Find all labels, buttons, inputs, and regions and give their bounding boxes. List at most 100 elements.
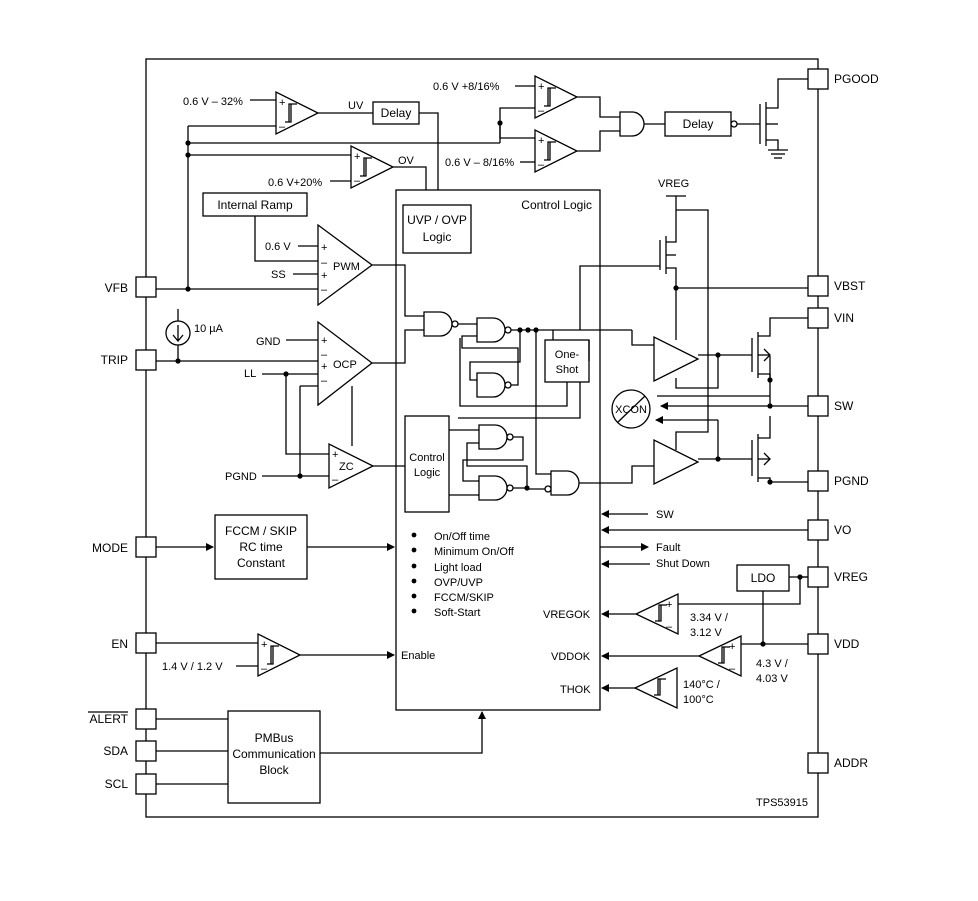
xcon-block: XCON (611, 389, 651, 429)
pin-en[interactable]: EN (111, 632, 157, 654)
latch-gate-4 (478, 475, 514, 501)
sw-in-label: SW (656, 509, 674, 521)
pin-pgnd-label: PGND (834, 474, 869, 488)
svg-text:–: – (279, 121, 286, 133)
fault-label: Fault (656, 542, 680, 554)
pwm-ref-label: 0.6 V (265, 241, 291, 253)
uv-label: UV (348, 100, 364, 112)
svg-text:–: – (538, 159, 545, 171)
zc-label: ZC (339, 461, 354, 473)
svg-text:–: – (729, 663, 736, 675)
shut-down-label: Shut Down (656, 558, 710, 570)
pmbus-block: PMBus Communication Block (227, 710, 321, 804)
pgood-low-comparator: + – (534, 128, 579, 174)
internal-ramp-block: Internal Ramp (202, 192, 308, 217)
svg-text:+: + (354, 151, 360, 163)
chip-outline (145, 58, 819, 818)
ocp-label: OCP (333, 359, 357, 371)
feature-item: Soft-Start (434, 607, 480, 619)
en-comparator: + – (257, 632, 302, 678)
uv-comparator: + – (275, 90, 320, 136)
pin-sda[interactable]: SDA (103, 740, 157, 762)
pin-trip-label: TRIP (101, 353, 128, 367)
pin-scl[interactable]: SCL (105, 773, 157, 795)
svg-text:LDO: LDO (751, 571, 776, 585)
pin-pgnd[interactable]: PGND (807, 470, 869, 492)
svg-text:+: + (321, 270, 327, 282)
gnd-label: GND (256, 336, 281, 348)
svg-text:–: – (321, 375, 328, 387)
pin-sw[interactable]: SW (807, 395, 854, 417)
feature-item: Light load (434, 562, 482, 574)
svg-text:UVP / OVP: UVP / OVP (407, 213, 467, 227)
svg-text:Delay: Delay (381, 106, 412, 120)
ov-label: OV (398, 155, 415, 167)
pwm-and-gate (423, 311, 459, 337)
ov-ref-label: 0.6 V+20% (268, 177, 322, 189)
pin-vbst[interactable]: VBST (807, 275, 866, 297)
pin-vreg[interactable]: VREG (807, 566, 868, 588)
feature-item: On/Off time (434, 531, 490, 543)
pin-vfb[interactable]: VFB (105, 276, 157, 298)
pin-vin[interactable]: VIN (807, 307, 854, 329)
pg-low-ref-label: 0.6 V – 8/16% (445, 157, 514, 169)
svg-text:FCCM / SKIP: FCCM / SKIP (225, 524, 297, 538)
part-number: TPS53915 (756, 797, 808, 809)
vddok-label: VDDOK (551, 651, 591, 663)
vregok-comparator: + – (634, 592, 679, 636)
svg-text:–: – (666, 621, 673, 633)
current-source-icon (165, 320, 191, 346)
pin-vin-label: VIN (834, 311, 854, 325)
temp-thresh-1: 140°C / (683, 679, 721, 691)
enable-label: Enable (401, 650, 435, 662)
pin-en-label: EN (111, 637, 128, 651)
pgood-and-gate (619, 111, 645, 137)
svg-text:Logic: Logic (414, 467, 441, 479)
pwm-label: PWM (333, 261, 360, 273)
pin-sw-label: SW (834, 399, 854, 413)
svg-text:Communication: Communication (232, 747, 315, 761)
svg-text:XCON: XCON (615, 404, 647, 416)
vregok-label: VREGOK (543, 609, 591, 621)
pin-addr[interactable]: ADDR (807, 752, 868, 774)
pin-alert[interactable]: ALERT (88, 708, 157, 730)
temp-thresh-2: 100°C (683, 694, 714, 706)
pin-scl-label: SCL (105, 777, 129, 791)
pin-vfb-label: VFB (105, 281, 128, 295)
thok-comparator (633, 666, 678, 710)
pin-mode[interactable]: MODE (92, 536, 157, 558)
pin-vdd[interactable]: VDD (807, 633, 860, 655)
pgnd-in-label: PGND (225, 471, 257, 483)
svg-text:Internal Ramp: Internal Ramp (217, 198, 293, 212)
uv-ref-label: 0.6 V – 32% (183, 96, 243, 108)
svg-text:–: – (332, 474, 339, 486)
pin-vo[interactable]: VO (807, 519, 851, 541)
svg-text:+: + (538, 135, 544, 147)
svg-text:–: – (321, 349, 328, 361)
fccm-skip-block: FCCM / SKIP RC time Constant (214, 514, 308, 580)
bootstrap-switch (659, 236, 677, 288)
vdd-thresh-2: 4.03 V (756, 673, 788, 685)
ldo-block: LDO (736, 564, 790, 592)
pgood-high-comparator: + – (534, 74, 579, 120)
svg-text:+: + (332, 449, 338, 461)
feature-item: Minimum On/Off (434, 546, 515, 558)
ov-comparator: + – (350, 144, 395, 190)
pin-vdd-label: VDD (834, 637, 860, 651)
svg-text:–: – (354, 175, 361, 187)
en-thresh-label: 1.4 V / 1.2 V (162, 661, 223, 673)
pin-trip[interactable]: TRIP (101, 349, 157, 371)
svg-text:+: + (321, 335, 327, 347)
low-side-driver (653, 438, 700, 486)
pin-pgood[interactable]: PGOOD (807, 68, 879, 90)
current-source-label: 10 µA (194, 323, 224, 335)
svg-text:–: – (261, 663, 268, 675)
feature-item: OVP/UVP (434, 577, 483, 589)
svg-text:+: + (538, 81, 544, 93)
svg-text:–: – (538, 105, 545, 117)
ocp-comparator: + – + – OCP (317, 320, 374, 407)
svg-text:+: + (279, 97, 285, 109)
pg-high-ref-label: 0.6 V +8/16% (433, 81, 500, 93)
